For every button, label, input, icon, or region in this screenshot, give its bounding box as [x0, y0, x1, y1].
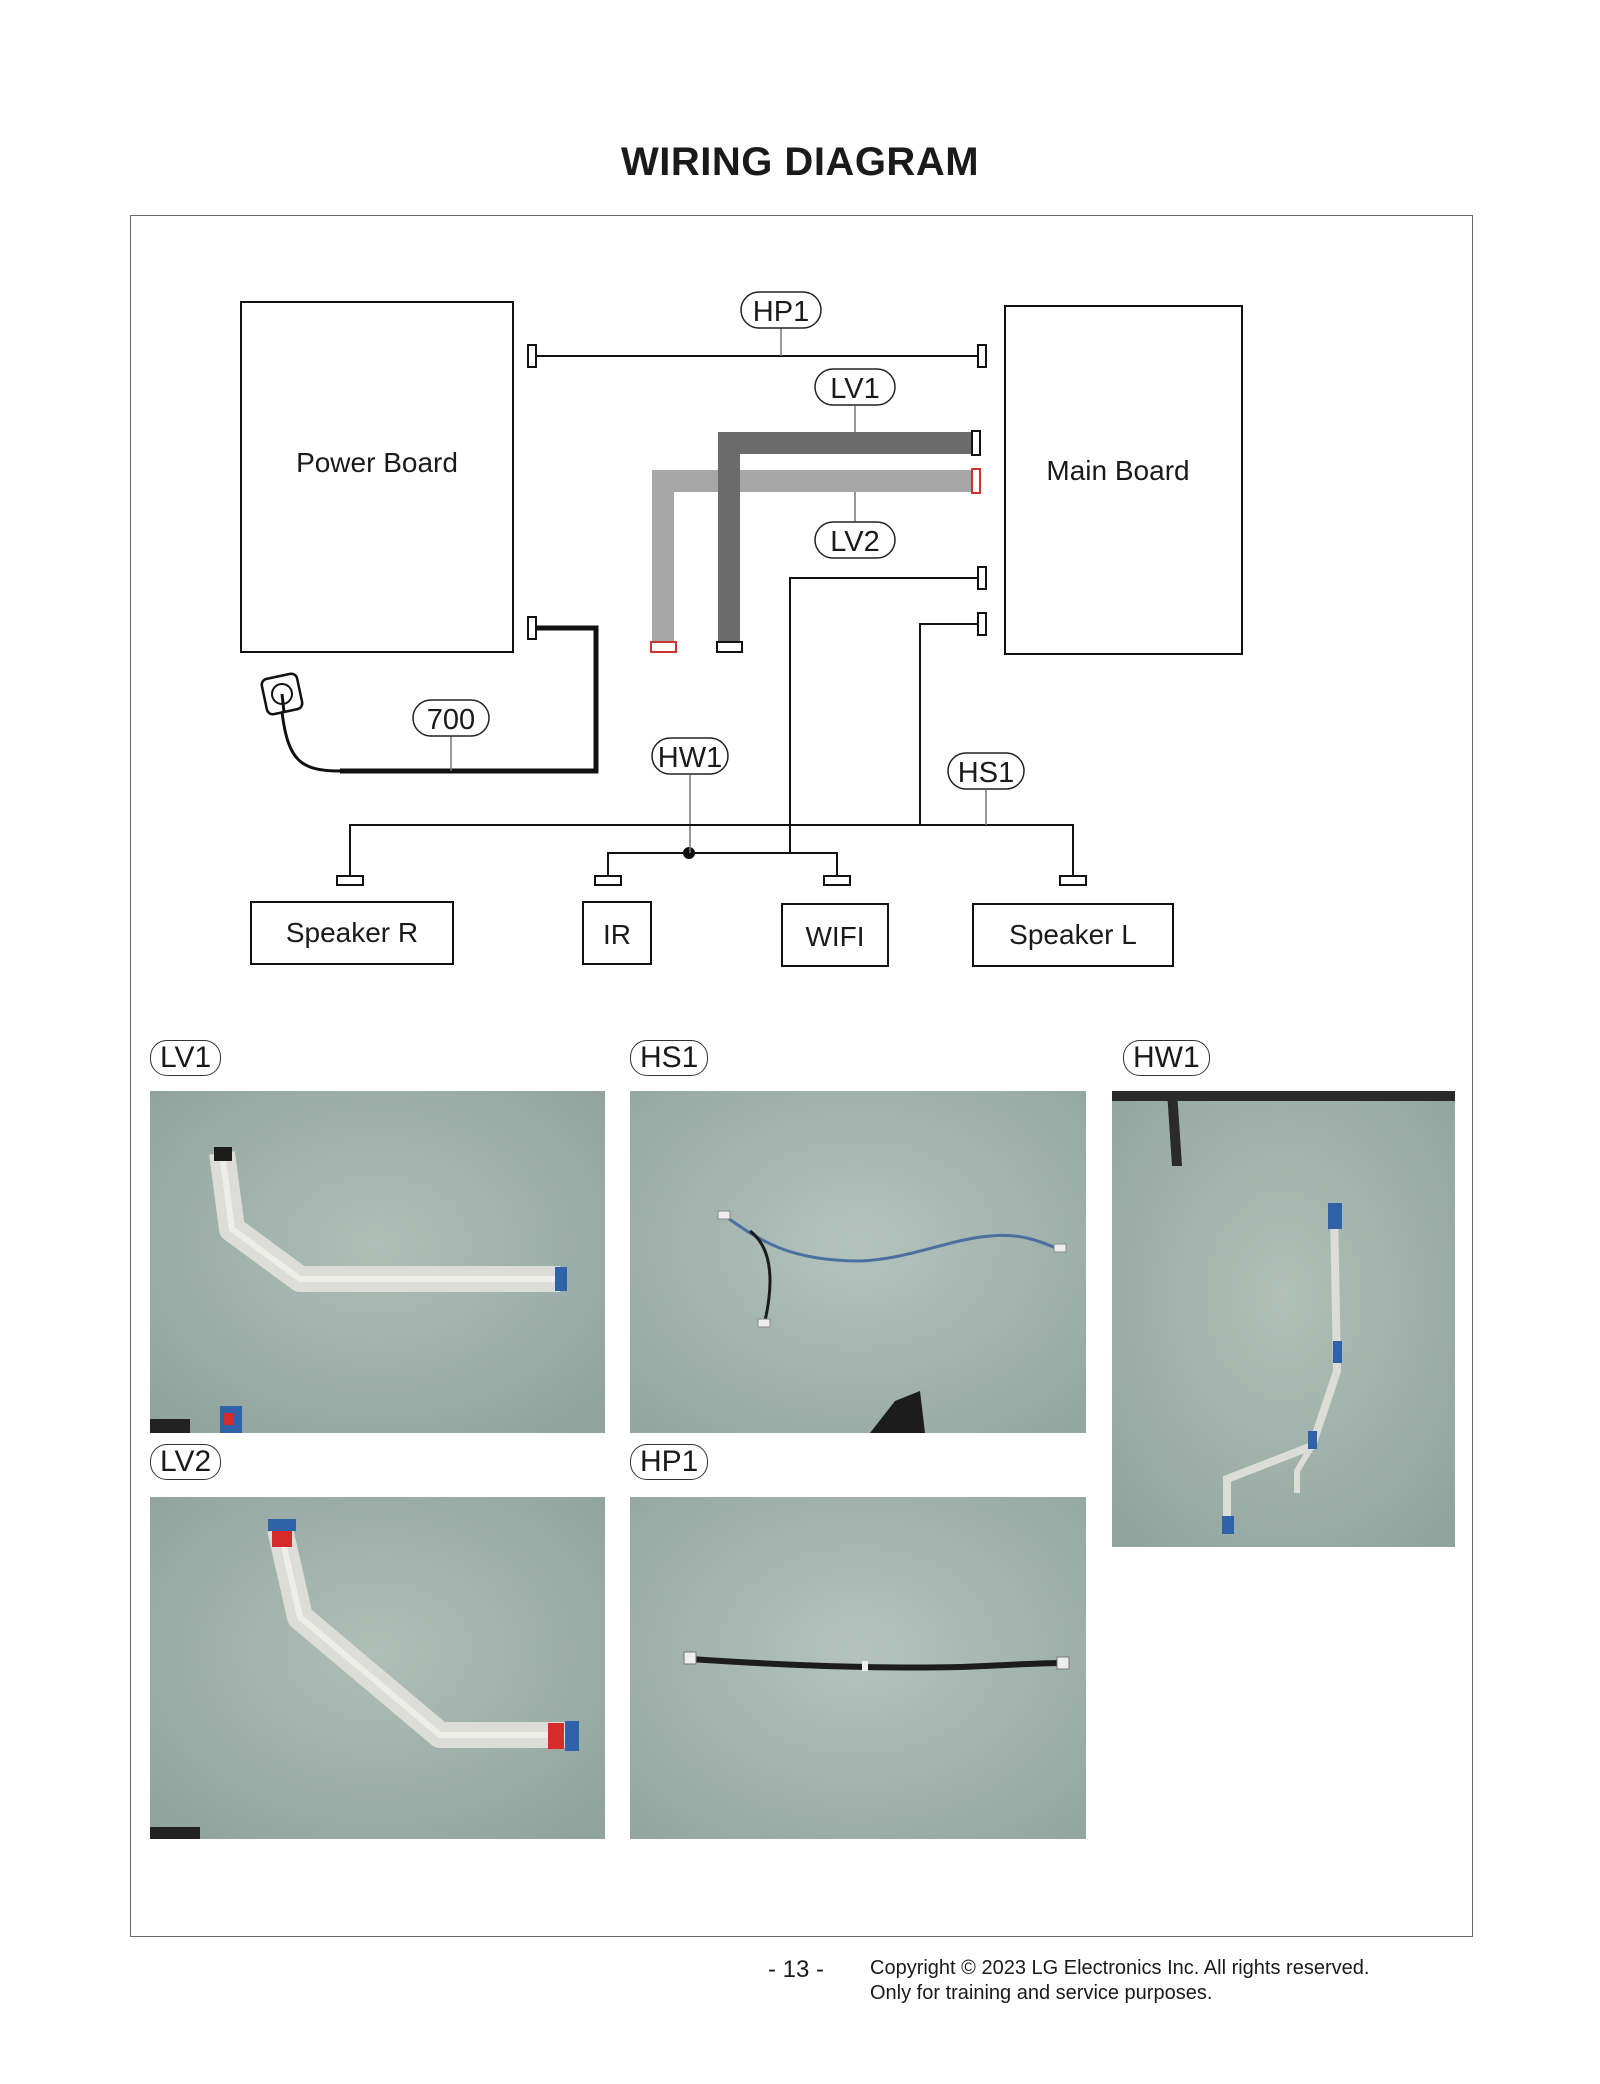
copyright-line-1: Copyright © 2023 LG Electronics Inc. All…	[870, 1957, 1370, 1979]
hs1-cable	[919, 623, 978, 825]
hw1-tag-text: HW1	[658, 742, 722, 774]
hs1-tag-text: HS1	[958, 757, 1014, 789]
diagram-frame	[130, 215, 1473, 1937]
speaker-r-label: Speaker R	[286, 917, 418, 948]
power-board-box	[240, 301, 514, 653]
speaker-l-label: Speaker L	[1009, 919, 1137, 950]
hw1-tag	[651, 737, 729, 775]
photo-label-lv2: LV2	[150, 1444, 222, 1480]
lv1-tag-text: LV1	[830, 373, 879, 405]
hw1-connector-main	[977, 566, 987, 590]
lv1-connector-panel	[716, 641, 743, 653]
page-number: - 13 -	[768, 1956, 825, 1983]
ir-box	[582, 901, 652, 965]
cable-700-tag	[412, 699, 490, 737]
hs1-tag	[947, 752, 1025, 790]
photo-label-hs1: HS1	[630, 1040, 709, 1076]
copyright-notice: Copyright © 2023 LG Electronics Inc. All…	[870, 1956, 1369, 2006]
lv1-connector-main	[971, 430, 981, 456]
cable-700-tag-text: 700	[427, 704, 475, 736]
photo-hs1	[630, 1091, 1086, 1433]
cable-700	[340, 625, 599, 774]
photo-label-hw1: HW1	[1123, 1040, 1210, 1076]
wifi-box	[781, 903, 889, 967]
power-plug-icon	[260, 672, 304, 716]
lv2-tag-text: LV2	[830, 526, 879, 558]
main-board-box	[1004, 305, 1243, 655]
speaker-l-box	[972, 903, 1174, 967]
hp1-connector-left	[527, 344, 537, 368]
hw1-junction	[683, 847, 695, 859]
photo-lv1	[150, 1091, 605, 1433]
hw1-branch	[607, 852, 838, 876]
hs1-connector-main	[977, 612, 987, 636]
wiring-schematic: Power Board Main Board HP1 LV1 LV2 700 H…	[240, 291, 1243, 967]
lv2-connector-panel	[650, 641, 677, 653]
page-title: WIRING DIAGRAM	[620, 140, 980, 184]
hp1-tag	[740, 291, 822, 329]
hw1-cable	[789, 577, 978, 853]
hp1-tag-text: HP1	[753, 296, 809, 328]
photo-label-lv1: LV1	[150, 1040, 222, 1076]
lv1-cable	[718, 432, 972, 646]
photo-hw1	[1112, 1091, 1455, 1547]
cable-700-connector	[527, 616, 537, 640]
hp1-connector-right	[977, 344, 987, 368]
lv2-tag	[814, 521, 896, 559]
main-board-label: Main Board	[1046, 455, 1189, 486]
copyright-line-2: Only for training and service purposes.	[870, 1982, 1213, 2004]
photo-label-hp1: HP1	[630, 1444, 709, 1480]
wifi-label: WIFI	[805, 921, 864, 952]
hs1-branch	[349, 824, 1074, 876]
lv2-cable	[652, 470, 972, 646]
speaker-r-box	[250, 901, 454, 965]
power-board-label: Power Board	[296, 447, 458, 478]
photo-lv2	[150, 1497, 605, 1839]
lv2-connector-main	[971, 468, 981, 494]
ir-label: IR	[603, 919, 631, 950]
lv1-tag	[814, 368, 896, 406]
photo-hp1	[630, 1497, 1086, 1839]
